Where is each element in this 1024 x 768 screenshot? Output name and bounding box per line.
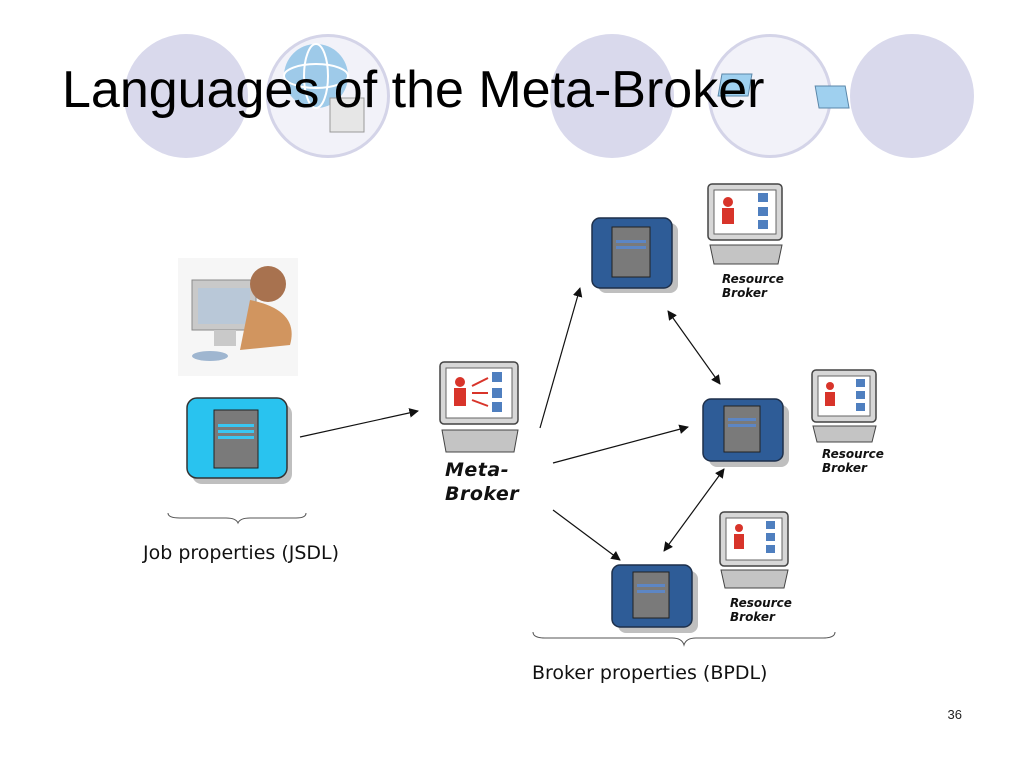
resource-broker-label-middle: Resource Broker <box>822 447 884 475</box>
meta-broker-computer-icon <box>439 361 519 453</box>
resource-broker-computer-top-icon <box>707 183 783 265</box>
broker-server-top-icon <box>591 217 678 293</box>
broker-server-middle-icon <box>702 398 789 467</box>
resource-broker-computer-middle-icon <box>811 369 877 443</box>
arrow-metabroker-to-middle <box>552 424 689 464</box>
resource-broker-label-top: Resource Broker <box>722 272 784 300</box>
decor-circle-1 <box>124 34 248 158</box>
broker-properties-caption: Broker properties (BPDL) <box>532 662 768 684</box>
broker-server-bottom-icon <box>611 564 698 633</box>
job-properties-caption: Job properties (JSDL) <box>143 542 340 564</box>
resource-broker-label-bottom: Resource Broker <box>730 596 792 624</box>
header-decor-icons <box>283 43 850 133</box>
meta-broker-label-line1: Meta- <box>445 459 510 481</box>
meta-broker-label-line2: Broker <box>445 483 520 505</box>
resource-broker-middle-line1: Resource <box>822 447 884 461</box>
arrow-middle-bottom-bidirectional <box>663 468 725 552</box>
resource-broker-top-line2: Broker <box>722 286 767 300</box>
slide-title: Languages of the Meta-Broker <box>62 61 765 119</box>
globe-icon <box>283 43 365 133</box>
resource-broker-bottom-line2: Broker <box>730 610 775 624</box>
job-brace <box>167 512 307 525</box>
arrow-metabroker-to-bottom <box>552 509 621 561</box>
resource-broker-bottom-line1: Resource <box>730 596 792 610</box>
resource-broker-computer-bottom-icon <box>719 511 789 589</box>
resource-broker-middle-line2: Broker <box>822 461 867 475</box>
decor-circle-5 <box>850 34 974 158</box>
arrow-metabroker-to-top <box>539 287 583 429</box>
broker-brace <box>532 631 836 647</box>
job-server-icon <box>186 397 292 484</box>
laptops-icon <box>717 73 850 109</box>
arrow-top-middle-bidirectional <box>667 310 721 385</box>
page-number: 36 <box>947 707 962 722</box>
arrow-job-to-metabroker <box>299 408 419 438</box>
decor-circle-3 <box>550 34 674 158</box>
meta-broker-label: Meta- Broker <box>445 458 519 506</box>
resource-broker-top-line1: Resource <box>722 272 784 286</box>
user-at-computer-icon <box>178 258 298 376</box>
